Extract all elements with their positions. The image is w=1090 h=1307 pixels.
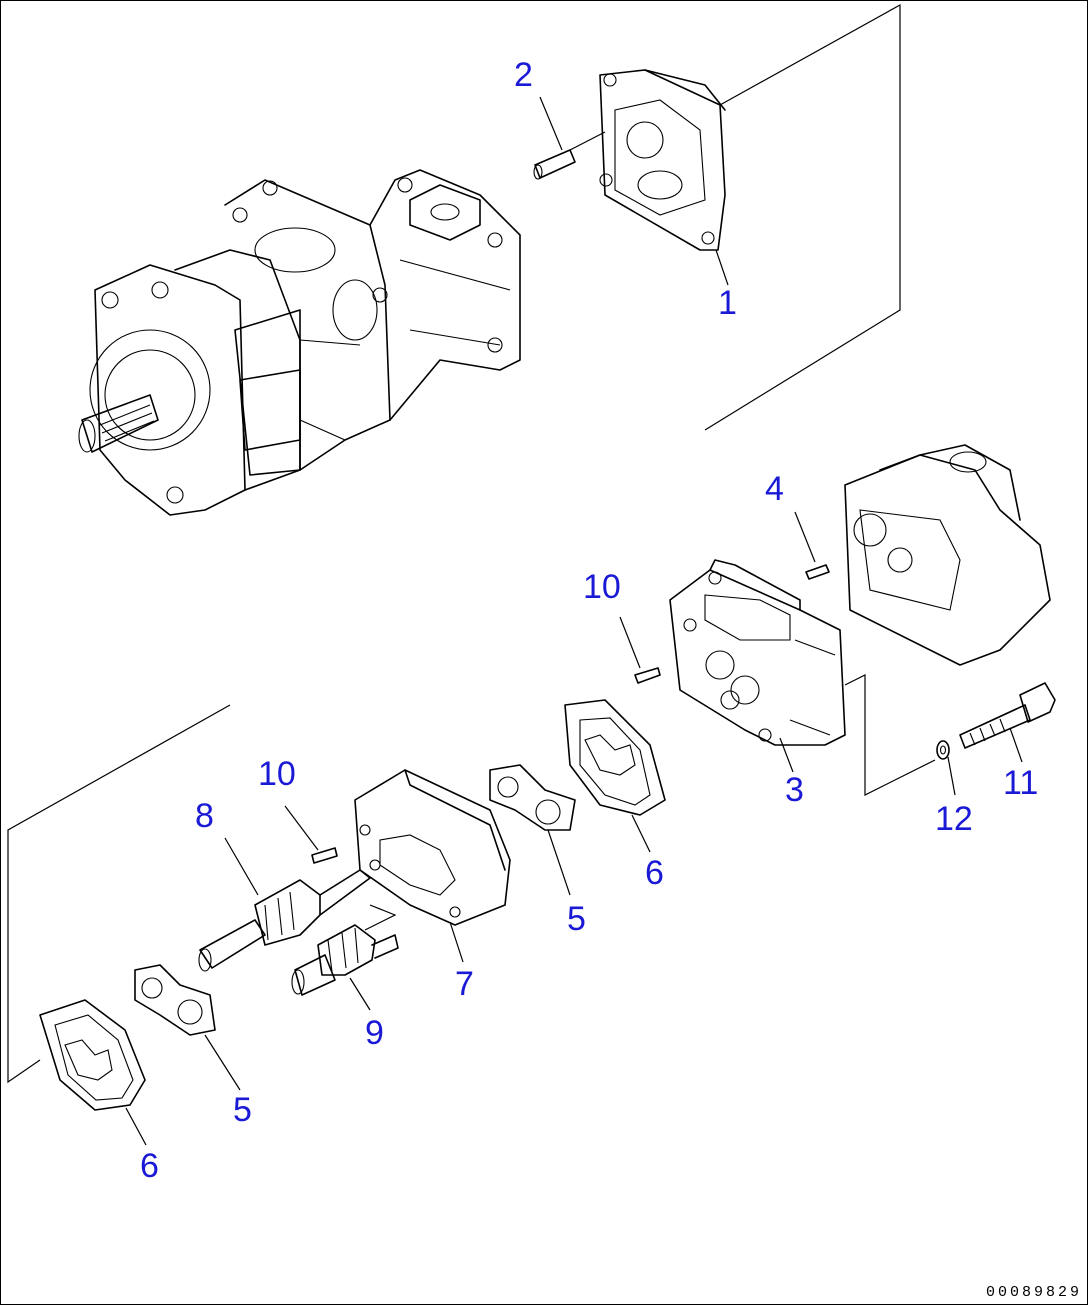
pump-assembly — [78, 169, 521, 516]
part-2-pin — [533, 149, 576, 180]
callout-12: 12 — [935, 800, 973, 838]
part-8-drive-gear — [198, 869, 371, 972]
part-1-rear-cover — [599, 69, 726, 251]
part-11-bolt — [959, 682, 1056, 749]
callout-5-right: 5 — [567, 900, 586, 938]
callout-7: 7 — [455, 965, 474, 1003]
callout-10-lower: 10 — [258, 755, 296, 793]
callout-8: 8 — [195, 797, 214, 835]
part-5-plate-right — [489, 764, 576, 831]
part-7-gear-case — [354, 769, 511, 926]
part-6-seal-left — [39, 999, 146, 1111]
callout-6-right: 6 — [645, 854, 664, 892]
part-10-pin-lower — [311, 847, 338, 864]
rear-body-section — [844, 444, 1051, 666]
callout-labels: 1 2 3 4 5 5 6 6 7 8 9 10 10 11 12 — [140, 56, 1038, 1185]
part-4-pin — [805, 564, 830, 580]
part-9-driven-gear — [291, 924, 399, 996]
callout-4: 4 — [765, 470, 784, 508]
drawing-number: 00089829 — [985, 1284, 1082, 1301]
callout-2: 2 — [514, 56, 533, 94]
callout-9: 9 — [365, 1014, 384, 1052]
part-10-pin-upper — [634, 667, 661, 684]
leader-lines — [125, 96, 1023, 1146]
callout-1: 1 — [718, 284, 737, 322]
callout-3: 3 — [785, 771, 804, 809]
callout-10-upper: 10 — [583, 568, 621, 606]
part-5-plate-left — [134, 964, 216, 1036]
callout-11: 11 — [1003, 764, 1038, 802]
part-6-seal-right — [564, 699, 666, 816]
callout-6-left: 6 — [140, 1147, 159, 1185]
part-12-washer — [936, 740, 950, 760]
part-3-body — [669, 559, 846, 746]
group-boundary-lines — [7, 3, 936, 1084]
callout-5-left: 5 — [233, 1091, 252, 1129]
